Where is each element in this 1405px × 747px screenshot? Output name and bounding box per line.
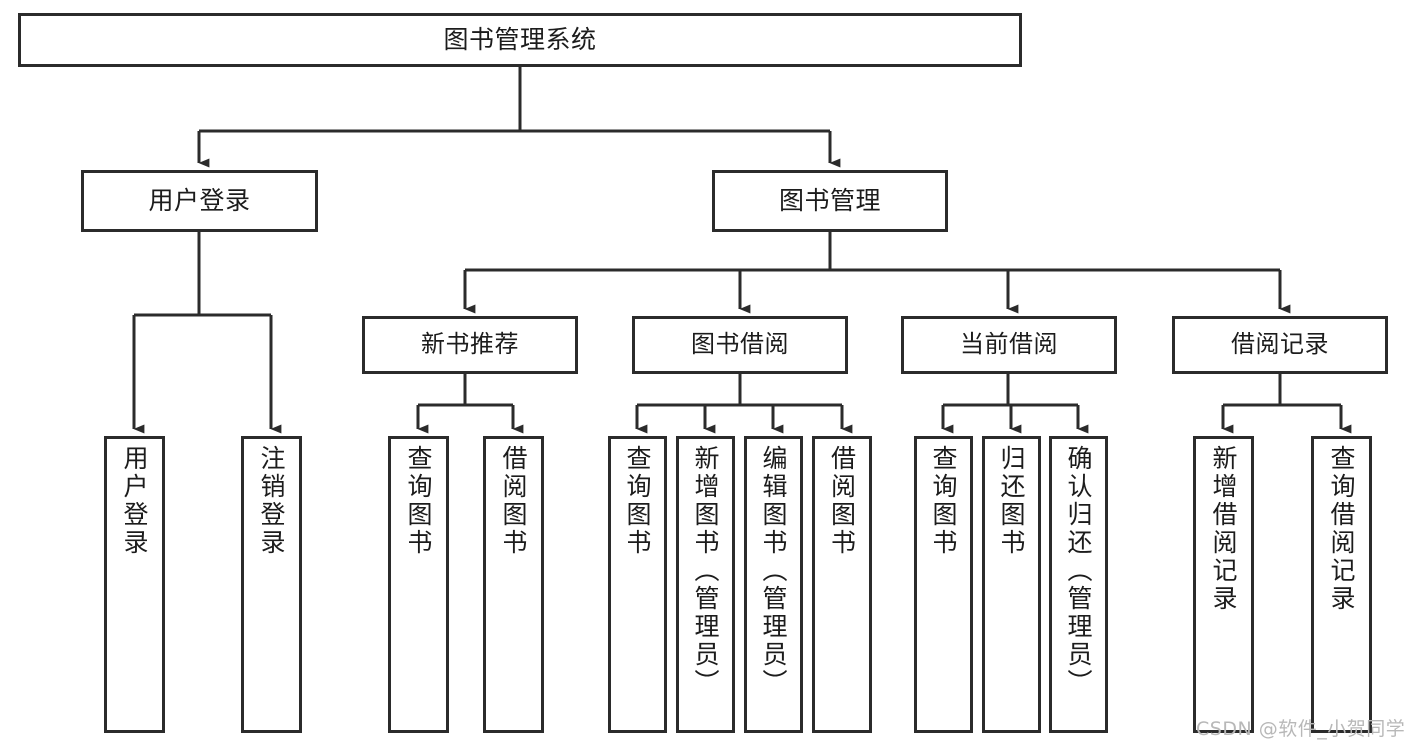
node-leaf-logout[interactable]: 注销登录	[241, 436, 302, 733]
node-leaf-borrow-book[interactable]: 借阅图书	[812, 436, 872, 733]
node-label: 图书管理	[778, 185, 881, 215]
node-label: 借阅记录	[1231, 330, 1329, 359]
node-label: 用户登录	[148, 185, 251, 215]
node-leaf-borrow-book-recommend[interactable]: 借阅图书	[483, 436, 544, 733]
node-user-login[interactable]: 用户登录	[81, 170, 318, 232]
node-label: 注销登录	[257, 445, 286, 557]
node-leaf-query-book[interactable]: 查询图书	[608, 436, 667, 733]
node-leaf-user-login[interactable]: 用户登录	[104, 436, 165, 733]
node-book-management-system[interactable]: 图书管理系统	[18, 13, 1022, 67]
node-label: 归还图书	[997, 445, 1026, 557]
node-label: 确认归还（管理员）	[1064, 445, 1093, 697]
node-leaf-add-book-admin[interactable]: 新增图书（管理员）	[676, 436, 735, 733]
node-label: 查询图书	[404, 445, 433, 557]
node-current-borrow[interactable]: 当前借阅	[901, 316, 1117, 374]
node-label: 图书管理系统	[443, 24, 597, 54]
node-label: 借阅图书	[827, 445, 857, 557]
node-label: 当前借阅	[960, 330, 1058, 359]
node-new-book-recommendation[interactable]: 新书推荐	[362, 316, 578, 374]
node-leaf-add-borrow-record[interactable]: 新增借阅记录	[1193, 436, 1254, 733]
node-leaf-return-book[interactable]: 归还图书	[982, 436, 1041, 733]
node-label: 新增借阅记录	[1209, 445, 1238, 613]
node-label: 图书借阅	[691, 330, 789, 359]
node-leaf-edit-book-admin[interactable]: 编辑图书（管理员）	[744, 436, 803, 733]
node-label: 查询图书	[929, 445, 958, 557]
node-leaf-query-book-recommend[interactable]: 查询图书	[388, 436, 449, 733]
node-book-borrow[interactable]: 图书借阅	[632, 316, 848, 374]
node-label: 查询借阅记录	[1327, 445, 1356, 613]
node-label: 新增图书（管理员）	[691, 445, 720, 697]
node-label: 编辑图书（管理员）	[759, 445, 788, 697]
node-label: 新书推荐	[421, 330, 519, 359]
node-label: 借阅图书	[499, 445, 528, 557]
node-leaf-query-borrow-record[interactable]: 查询借阅记录	[1311, 436, 1372, 733]
node-leaf-query-book-current[interactable]: 查询图书	[914, 436, 973, 733]
node-leaf-confirm-return-admin[interactable]: 确认归还（管理员）	[1049, 436, 1108, 733]
node-label: 查询图书	[623, 445, 652, 557]
node-borrow-record[interactable]: 借阅记录	[1172, 316, 1388, 374]
node-label: 用户登录	[120, 445, 149, 557]
node-book-management[interactable]: 图书管理	[712, 170, 948, 232]
csdn-watermark: CSDN @软件_小贺同学	[1196, 718, 1405, 740]
